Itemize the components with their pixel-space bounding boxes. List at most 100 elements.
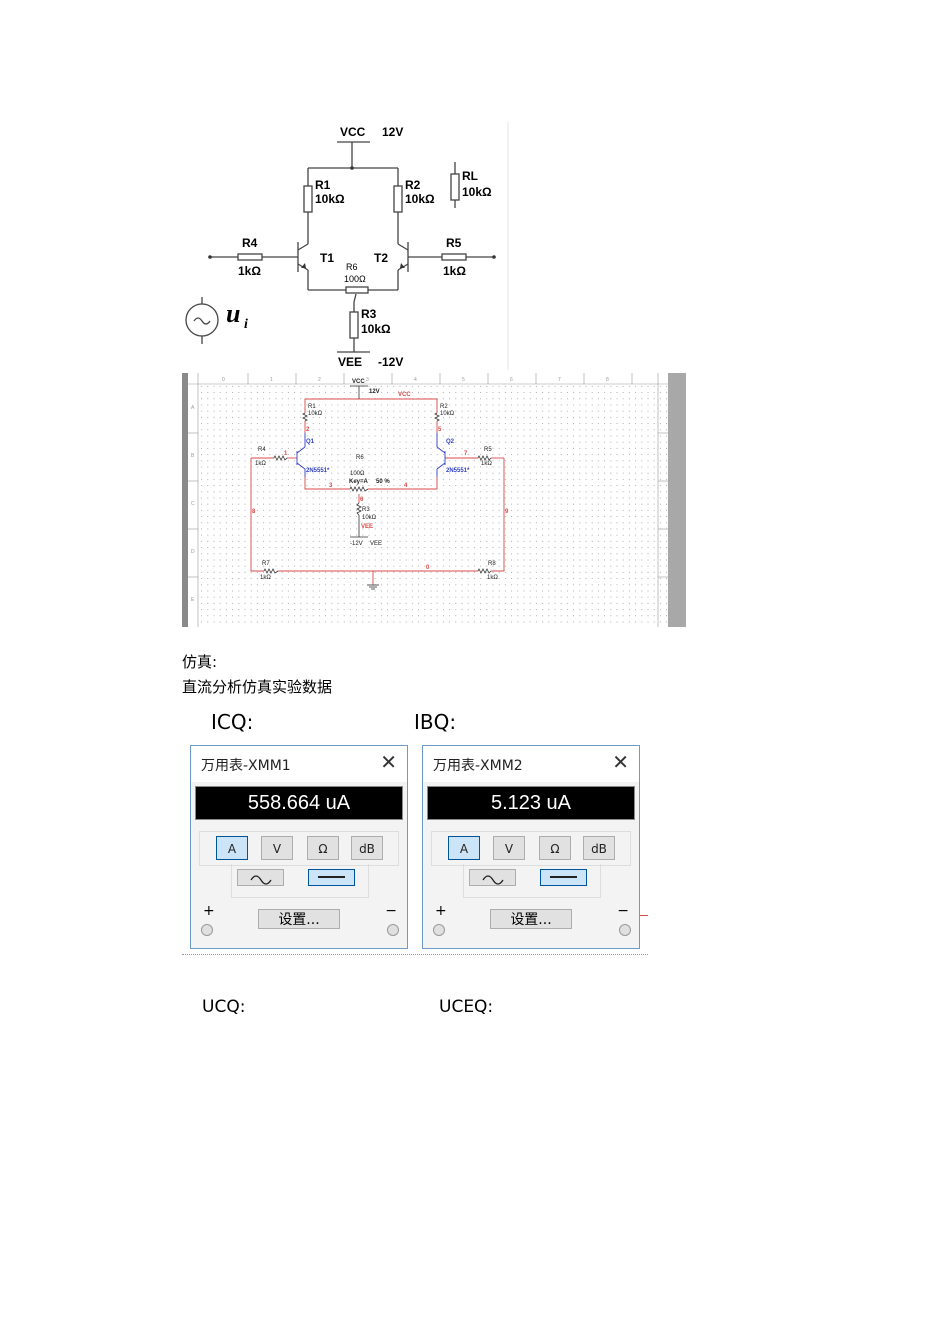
net-6: 6	[360, 497, 364, 503]
mode-group: A V Ω dB	[199, 831, 399, 866]
minus-label: −	[617, 903, 629, 919]
net-0: 0	[426, 565, 430, 571]
ms-r3-name: R3	[362, 507, 370, 513]
settings-button[interactable]: 设置...	[258, 909, 340, 929]
ms-vcc-label: VCC	[352, 379, 365, 385]
dc-heading: 直流分析仿真实验数据	[182, 678, 333, 696]
r6-value: 100Ω	[344, 274, 366, 284]
close-icon[interactable]: ✕	[612, 750, 629, 774]
r2-value: 10kΩ	[405, 192, 435, 206]
ms-r3-value: 10kΩ	[362, 515, 377, 521]
r1-name: R1	[315, 178, 331, 192]
textbook-schematic: VCC 12V R1 10kΩ R2 10kΩ RL 10kΩ R4 1kΩ R…	[185, 122, 509, 370]
sine-wave-icon	[250, 875, 272, 885]
ac-button[interactable]	[469, 869, 516, 886]
mode-group: A V Ω dB	[431, 831, 631, 866]
r4-name: R4	[242, 236, 258, 250]
mode-ohm-button[interactable]: Ω	[539, 836, 571, 860]
close-icon[interactable]: ✕	[380, 750, 397, 774]
ms-r4-name: R4	[258, 447, 266, 453]
ruler-row: E	[191, 597, 195, 603]
vcc-label: VCC	[340, 125, 366, 139]
right-scrollbar[interactable]	[668, 373, 686, 627]
positive-terminal[interactable]	[433, 924, 445, 936]
multimeter-xmm1: 万用表-XMM1 ✕ 558.664 uA A V Ω dB + − 设置...	[190, 745, 408, 949]
ruler-col: 4	[414, 377, 417, 383]
dc-line-icon	[550, 876, 577, 878]
canvas-grid-edge	[182, 952, 648, 955]
r5-value: 1kΩ	[443, 264, 466, 278]
minus-label: −	[385, 903, 397, 919]
ms-r1-value: 10kΩ	[308, 411, 323, 417]
ucq-label: UCQ:	[202, 997, 246, 1017]
meter-reading: 5.123 uA	[427, 786, 635, 820]
multisim-schematic: 0 1 2 3 4 5 6 7 8 A B C D E	[182, 373, 686, 627]
multimeter-xmm2: 万用表-XMM2 ✕ 5.123 uA A V Ω dB + − 设置...	[422, 745, 640, 949]
mode-volt-button[interactable]: V	[493, 836, 525, 860]
ms-r6-key: Key=A	[349, 479, 369, 485]
ruler-col: 7	[558, 377, 561, 383]
ruler-col: 6	[510, 377, 513, 383]
ruler-row: A	[191, 405, 195, 411]
vcc-value: 12V	[382, 125, 403, 139]
wave-group	[231, 864, 369, 898]
wave-group	[463, 864, 601, 898]
r5-name: R5	[446, 236, 462, 250]
meter-titlebar[interactable]: 万用表-XMM2 ✕	[423, 746, 639, 782]
negative-terminal[interactable]	[619, 924, 631, 936]
sim-heading: 仿真:	[182, 653, 218, 671]
net-9: 9	[505, 509, 509, 515]
mode-ampere-button[interactable]: A	[448, 836, 480, 860]
negative-terminal[interactable]	[387, 924, 399, 936]
r3-name: R3	[361, 307, 377, 321]
ms-r8-name: R8	[488, 561, 496, 567]
r4-value: 1kΩ	[238, 264, 261, 278]
ruler-col: 8	[606, 377, 609, 383]
ms-r5-name: R5	[484, 447, 492, 453]
meter-titlebar[interactable]: 万用表-XMM1 ✕	[191, 746, 407, 782]
ruler-col: 5	[462, 377, 465, 383]
dc-button[interactable]	[540, 869, 587, 886]
t1-name: T1	[320, 251, 334, 265]
ms-q1-model: 2N5551*	[306, 468, 330, 474]
ms-vee-net: VEE	[361, 524, 373, 530]
mode-ohm-button[interactable]: Ω	[307, 836, 339, 860]
ruler-col: 0	[222, 377, 225, 383]
source-label: u	[226, 299, 240, 328]
ms-vee-value: -12V	[350, 541, 363, 547]
settings-button[interactable]: 设置...	[490, 909, 572, 929]
canvas-wire	[638, 915, 648, 916]
icq-label: ICQ:	[211, 710, 254, 734]
ms-r8-value: 1kΩ	[487, 575, 498, 581]
mode-db-button[interactable]: dB	[351, 836, 383, 860]
ruler-col: 2	[318, 377, 321, 383]
ac-button[interactable]	[237, 869, 284, 886]
ms-r7-name: R7	[262, 561, 270, 567]
ruler-row: C	[191, 501, 195, 507]
mode-db-button[interactable]: dB	[583, 836, 615, 860]
r6-name: R6	[346, 262, 358, 272]
net-2: 2	[306, 427, 310, 433]
rl-name: RL	[462, 169, 478, 183]
net-3: 3	[329, 483, 333, 489]
ruler-col: 1	[270, 377, 273, 383]
plus-label: +	[203, 903, 215, 919]
ms-r7-value: 1kΩ	[260, 575, 271, 581]
r2-name: R2	[405, 178, 421, 192]
rl-value: 10kΩ	[462, 185, 492, 199]
r1-value: 10kΩ	[315, 192, 345, 206]
mode-ampere-button[interactable]: A	[216, 836, 248, 860]
vee-value: -12V	[378, 355, 403, 369]
positive-terminal[interactable]	[201, 924, 213, 936]
meter-title: 万用表-XMM1	[201, 758, 291, 774]
uceq-label: UCEQ:	[439, 997, 494, 1017]
left-scrollbar[interactable]	[182, 373, 188, 627]
ms-r5-value: 1kΩ	[481, 461, 492, 467]
ms-r6-pct: 50 %	[376, 479, 390, 485]
sine-wave-icon	[482, 875, 504, 885]
net-7: 7	[464, 451, 468, 457]
plus-label: +	[435, 903, 447, 919]
r3-value: 10kΩ	[361, 322, 391, 336]
dc-button[interactable]	[308, 869, 355, 886]
mode-volt-button[interactable]: V	[261, 836, 293, 860]
